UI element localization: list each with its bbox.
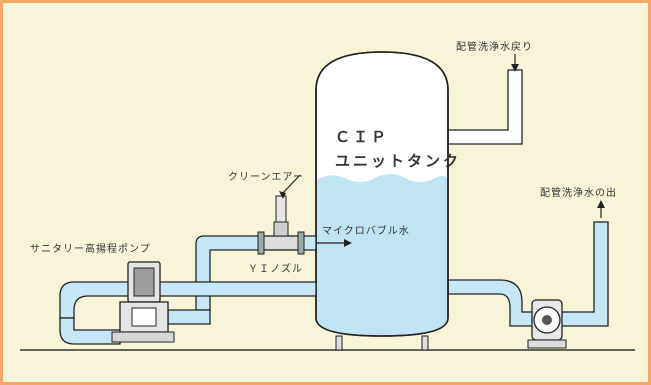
outlet-label: 配管洗浄水の出	[540, 188, 617, 199]
right-pump	[527, 299, 567, 349]
tank-title-2: ユニットタンク	[335, 152, 462, 170]
return-pipe	[447, 69, 523, 145]
nozzle-label: ＹＩノズル	[248, 264, 303, 275]
pump-label: サニタリー高揚程ポンプ	[30, 244, 151, 255]
tank-title-1: ＣＩＰ	[335, 128, 390, 146]
cip-tank	[315, 51, 449, 351]
sanitary-pump	[111, 261, 175, 343]
return-label: 配管洗浄水戻り	[456, 42, 533, 53]
circulation-pipe	[59, 235, 317, 345]
clean-air-line	[280, 174, 301, 196]
clean-air-label: クリーンエアー	[228, 172, 304, 183]
microbubble-label: マイクロバブル水	[322, 226, 410, 237]
outlet-pipe	[447, 221, 609, 327]
yi-nozzle	[257, 195, 305, 255]
